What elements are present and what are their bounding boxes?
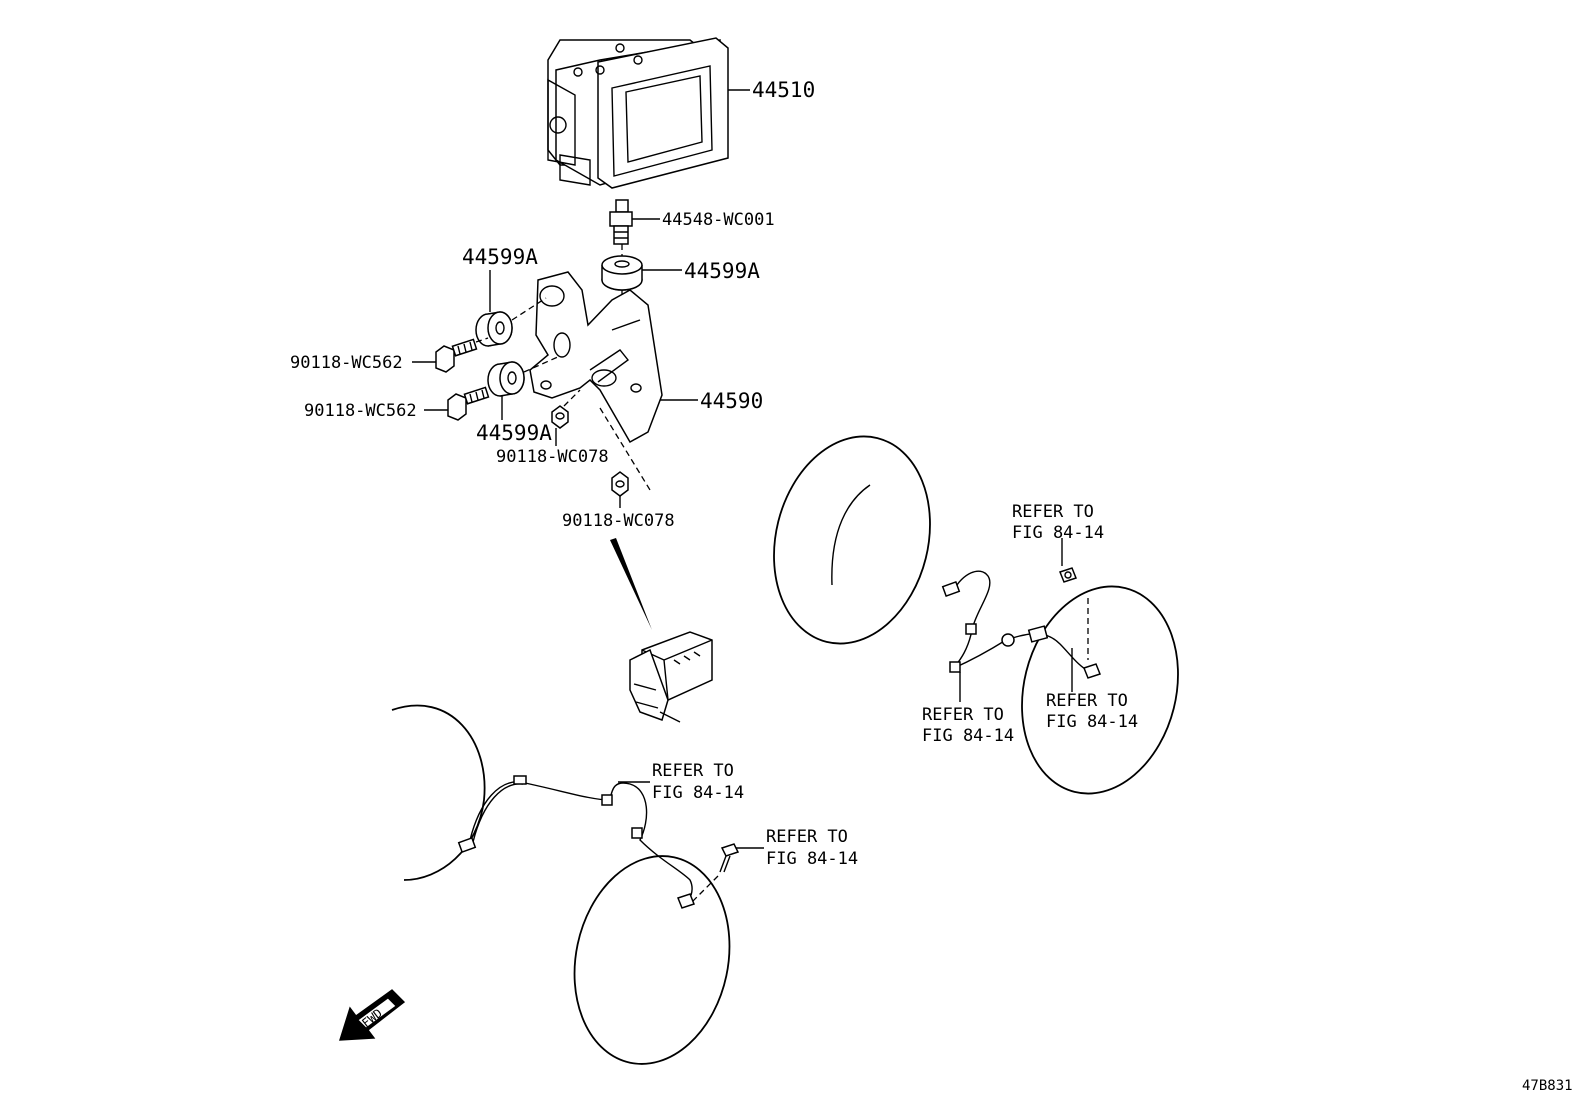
label-90118-wc562-upper: 90118-WC562 xyxy=(290,353,403,373)
location-pointer xyxy=(610,538,652,630)
refer-label-left-2-line1: REFER TO xyxy=(766,827,848,847)
cushion-44599a-lower[interactable] xyxy=(487,361,525,397)
abs-actuator-44510[interactable] xyxy=(547,37,729,189)
valve-44548[interactable] xyxy=(609,199,633,245)
sensor-bolt-left[interactable] xyxy=(719,843,740,873)
refer-label-left-2-line2: FIG 84-14 xyxy=(766,849,858,869)
tire-front-left xyxy=(391,704,486,881)
actuator-location-view xyxy=(629,631,713,723)
nut-90118-wc078-inner[interactable] xyxy=(551,405,569,429)
diagram-id: 47B831 xyxy=(1522,1078,1573,1094)
refer-label-right-1-line2: FIG 84-14 xyxy=(1012,523,1104,543)
label-90118-wc078-inner: 90118-WC078 xyxy=(496,447,609,467)
label-90118-wc078-lower: 90118-WC078 xyxy=(562,511,675,531)
speed-sensor-wire-left[interactable] xyxy=(457,775,695,909)
refer-label-right-2-line2: FIG 84-14 xyxy=(922,726,1014,746)
label-44599a-right: 44599A xyxy=(684,259,760,283)
label-44548-wc001: 44548-WC001 xyxy=(662,210,775,230)
bolt-90118-wc562-lower[interactable] xyxy=(447,386,490,421)
label-90118-wc562-lower: 90118-WC562 xyxy=(304,401,417,421)
cushion-44599a-right[interactable] xyxy=(601,255,643,291)
speed-sensor-wire-right[interactable] xyxy=(941,570,1101,679)
refer-label-left-1-line1: REFER TO xyxy=(652,761,734,781)
refer-label-right-3-line1: REFER TO xyxy=(1046,691,1128,711)
refer-label-right-2-line1: REFER TO xyxy=(922,705,1004,725)
sensor-bolt-right[interactable] xyxy=(1059,567,1077,583)
refer-label-right-1-line1: REFER TO xyxy=(1012,502,1094,522)
tire-front-right xyxy=(773,435,931,645)
fwd-arrow-icon: FWD xyxy=(339,989,406,1041)
bolt-90118-wc562-upper[interactable] xyxy=(435,338,478,373)
label-44599a-lower: 44599A xyxy=(476,421,552,445)
nut-90118-wc078-lower[interactable] xyxy=(611,471,629,497)
label-44510: 44510 xyxy=(752,78,815,102)
tire-rear-right xyxy=(1021,585,1179,795)
bracket-44590[interactable] xyxy=(529,271,663,444)
label-44599a-top-left: 44599A xyxy=(462,245,538,269)
cushion-44599a-top-left[interactable] xyxy=(475,311,513,347)
tire-rear-left xyxy=(573,855,731,1065)
refer-label-right-3-line2: FIG 84-14 xyxy=(1046,712,1138,732)
label-44590: 44590 xyxy=(700,389,763,413)
refer-label-left-1-line2: FIG 84-14 xyxy=(652,783,744,803)
